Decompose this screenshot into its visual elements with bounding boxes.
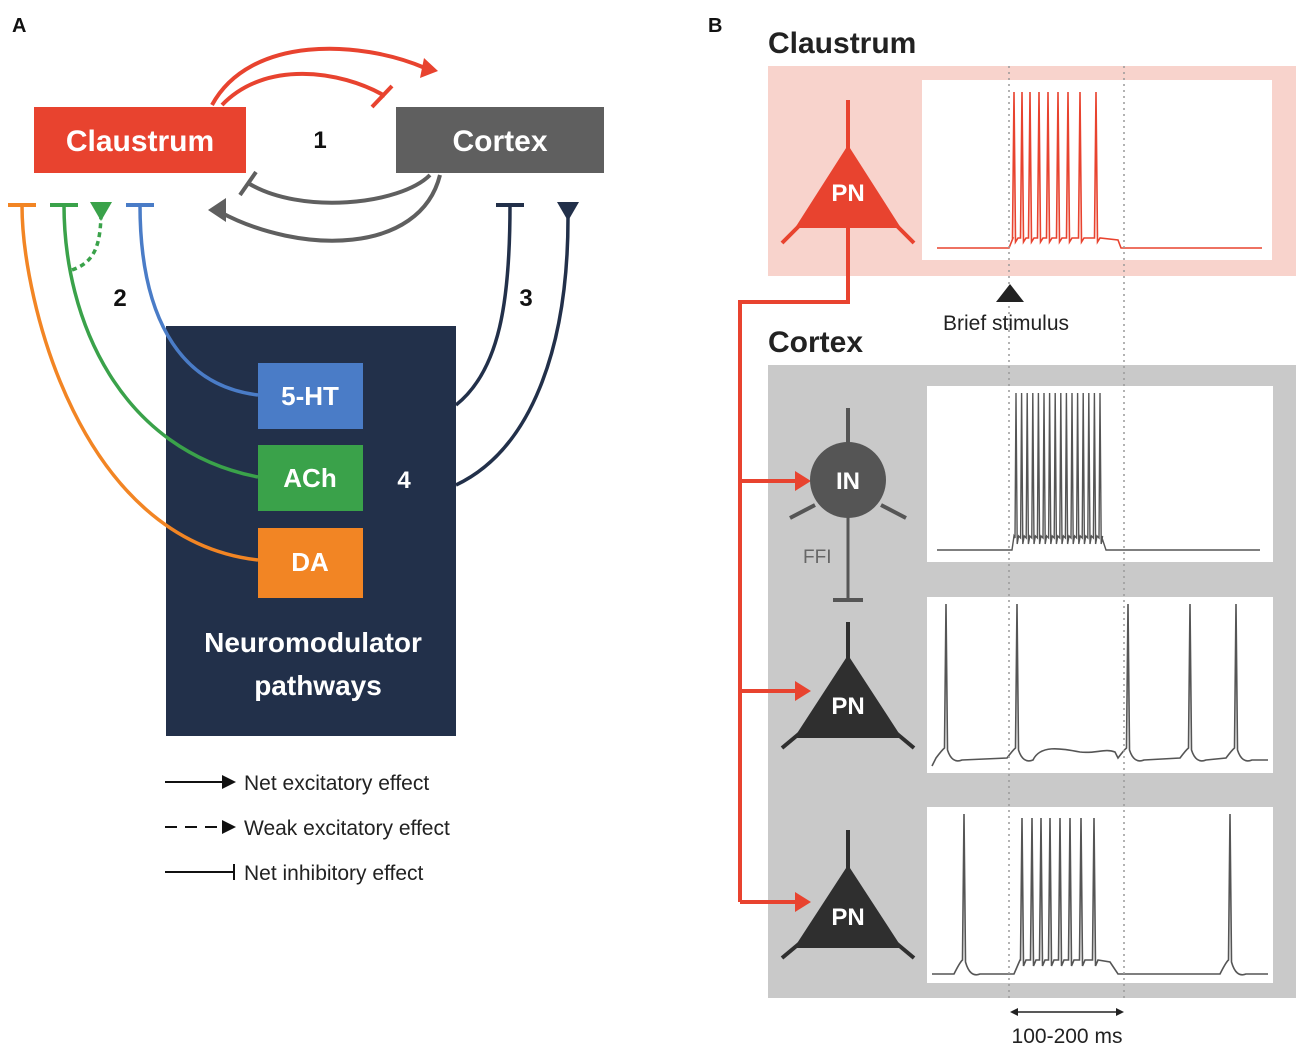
pn2-soma	[794, 865, 902, 948]
claustrum-inhibitory-bar	[370, 84, 394, 109]
da-pathway	[20, 204, 259, 562]
pathway-number-3: 3	[519, 285, 532, 312]
in-voltage-trace	[937, 392, 1260, 551]
neuromodulator-title-line1: Neuromodulator	[204, 627, 422, 658]
serotonin-box-label: 5-HT	[281, 381, 339, 411]
claustrum-cortex-projections	[210, 46, 438, 109]
claustrum-box-label: Claustrum	[66, 125, 214, 158]
cortex-inhibitory-path	[246, 173, 432, 205]
ffi-label: FFI	[803, 547, 832, 568]
duration-arrow-right-icon	[1116, 1008, 1124, 1016]
serotonin-box	[258, 363, 363, 429]
legend-inhibitory-label: Net inhibitory effect	[244, 862, 424, 885]
ach-pathway	[62, 204, 259, 479]
da-box	[258, 528, 363, 598]
pn1-soma	[794, 655, 902, 738]
in-dendrite-left	[789, 503, 816, 520]
pathway-number-4: 4	[397, 467, 411, 494]
legend-excitatory-arrow-icon	[222, 775, 236, 789]
pn2-voltage-trace	[932, 813, 1268, 976]
synapse-pn2-arrowhead	[795, 892, 811, 912]
ach-box	[258, 445, 363, 511]
claustrum-pn-voltage-trace	[937, 91, 1262, 249]
stimulus-triangle-icon	[996, 284, 1024, 302]
neuromod-cortex-pathways	[454, 202, 579, 487]
claustrum-pn-neuron: PN	[780, 100, 916, 245]
pn1-trace-panel	[927, 597, 1273, 773]
in-soma	[810, 442, 886, 518]
claustrum-inhibitory-path	[220, 71, 386, 107]
serotonin-pathway	[138, 204, 259, 397]
panel-b-label: B	[708, 15, 722, 37]
stimulus-label: Brief stimulus	[943, 312, 1069, 335]
duration-arrow-left-icon	[1010, 1008, 1018, 1016]
claustral-axon	[738, 228, 850, 912]
panel-a-label: A	[12, 15, 26, 37]
in-label: IN	[836, 468, 860, 495]
ach-box-label: ACh	[283, 463, 336, 493]
pn1-voltage-trace	[931, 603, 1268, 767]
pn2-trace-panel	[927, 807, 1273, 983]
legend-weak-label: Weak excitatory effect	[244, 817, 450, 840]
cortex-pn2-neuron: PN	[780, 830, 916, 960]
pathway-number-1: 1	[313, 127, 326, 154]
neuromodulator-title-line2: pathways	[254, 670, 382, 701]
pn1-label: PN	[831, 693, 864, 720]
neuromod-claustrum-pathways	[8, 202, 259, 562]
cortex-modulation-excitatory-arrowhead	[557, 202, 579, 221]
cortex-inhibitory-bar	[238, 170, 258, 197]
claustrum-box	[34, 107, 246, 173]
pn2-label: PN	[831, 904, 864, 931]
pathway-number-2: 2	[113, 285, 126, 312]
cortex-claustrum-projections	[208, 170, 442, 243]
cortex-modulation-excitatory-path	[455, 217, 570, 487]
legend: Net excitatory effect Weak excitatory ef…	[165, 772, 450, 885]
synapse-pn1-arrowhead	[795, 681, 811, 701]
cortex-box	[396, 107, 604, 173]
claustrum-excitatory-path	[210, 46, 426, 106]
cortex-excitatory-arrowhead	[208, 198, 226, 222]
ach-weak-excitatory-path	[71, 215, 103, 272]
cortex-excitatory-path	[219, 174, 442, 243]
cortex-modulation-inhibitory-path	[454, 204, 512, 407]
ach-weak-excitatory-arrowhead	[90, 202, 112, 221]
da-box-label: DA	[291, 547, 329, 577]
synapse-in-arrowhead	[795, 471, 811, 491]
claustrum-section-title: Claustrum	[768, 27, 916, 60]
legend-weak-arrow-icon	[222, 820, 236, 834]
claustrum-pn-label: PN	[831, 180, 864, 207]
claustrum-excitatory-arrowhead	[420, 58, 438, 78]
cortex-box-label: Cortex	[452, 125, 547, 158]
claustral-axon-trunk	[738, 228, 850, 902]
duration-label: 100-200 ms	[1012, 1025, 1123, 1048]
claustrum-pn-soma	[795, 145, 901, 228]
in-dendrite-right	[880, 503, 907, 520]
legend-excitatory-label: Net excitatory effect	[244, 772, 429, 795]
cortex-in-neuron: IN FFI	[789, 408, 907, 602]
cortex-pn1-neuron: PN	[780, 622, 916, 750]
cortex-section-title: Cortex	[768, 326, 863, 359]
